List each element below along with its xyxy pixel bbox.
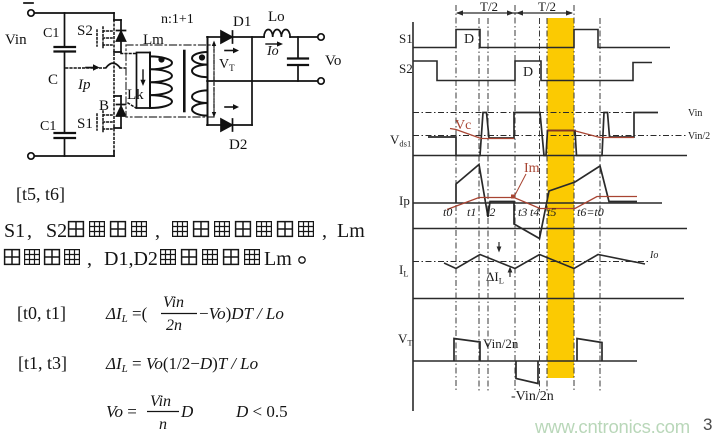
svg-text:D2: D2 — [229, 137, 247, 153]
svg-text:Vin: Vin — [150, 393, 171, 410]
svg-text:[t0, t1]: [t0, t1] — [17, 303, 66, 323]
svg-text:Lk: Lk — [127, 87, 144, 103]
svg-text:Vin: Vin — [163, 294, 184, 311]
svg-text:D: D — [523, 65, 533, 80]
svg-text:D1,D2: D1,D2 — [104, 248, 158, 270]
svg-text:,: , — [87, 248, 92, 270]
svg-text:T/2: T/2 — [538, 0, 556, 14]
svg-text:S1: S1 — [77, 116, 93, 132]
svg-text:D < 0.5: D < 0.5 — [235, 402, 288, 421]
svg-text:Io: Io — [266, 44, 279, 59]
svg-text:C1: C1 — [43, 26, 59, 41]
svg-text:ΔIL =(: ΔIL =( — [105, 304, 148, 325]
svg-text:S2: S2 — [77, 23, 93, 39]
svg-text:Io: Io — [649, 250, 658, 261]
svg-text:D: D — [180, 402, 194, 421]
svg-text:VT: VT — [219, 57, 235, 73]
svg-text:www.cntronics.com: www.cntronics.com — [534, 416, 690, 437]
svg-text:Im: Im — [524, 161, 540, 176]
svg-text:[t5, t6]: [t5, t6] — [16, 184, 65, 204]
svg-text:Lm: Lm — [143, 32, 164, 48]
svg-text:Vin: Vin — [5, 32, 27, 48]
svg-text:IL: IL — [399, 262, 409, 279]
svg-text:S2: S2 — [46, 220, 67, 242]
svg-text:Lm: Lm — [264, 248, 292, 270]
svg-text:,: , — [322, 220, 327, 242]
svg-text:Vo =: Vo = — [106, 402, 137, 421]
svg-text:t4: t4 — [530, 205, 539, 219]
svg-text:Vin/2: Vin/2 — [688, 131, 710, 142]
svg-text:t3: t3 — [518, 205, 527, 219]
svg-text:t6=t0: t6=t0 — [577, 205, 604, 219]
svg-text:-Vin/2n: -Vin/2n — [511, 389, 554, 404]
svg-text:2n: 2n — [166, 317, 182, 334]
svg-text:S1: S1 — [4, 220, 25, 242]
svg-text:S1: S1 — [399, 31, 413, 46]
svg-text:3: 3 — [703, 415, 712, 434]
svg-text:Vin/2n: Vin/2n — [483, 336, 519, 351]
svg-text:t2: t2 — [486, 205, 495, 219]
svg-text:t1: t1 — [467, 205, 476, 219]
svg-text:B: B — [99, 98, 109, 114]
svg-text:−Vo)DT / Lo: −Vo)DT / Lo — [199, 304, 284, 323]
svg-text:,: , — [27, 220, 32, 242]
svg-text:,: , — [155, 220, 160, 242]
svg-text:t0: t0 — [443, 205, 452, 219]
svg-text:Ip: Ip — [77, 77, 91, 93]
svg-text:Vds1: Vds1 — [390, 132, 411, 149]
svg-text:Ip: Ip — [399, 193, 410, 208]
svg-text:D1: D1 — [233, 14, 251, 30]
svg-text:Vc: Vc — [455, 118, 471, 133]
svg-text:[t1, t3]: [t1, t3] — [18, 353, 67, 373]
svg-text:D: D — [464, 32, 474, 47]
svg-text:C1: C1 — [40, 119, 56, 134]
svg-text:n: n — [159, 416, 167, 433]
svg-text:VT: VT — [398, 331, 413, 348]
svg-text:Lm: Lm — [337, 220, 365, 242]
svg-text:S2: S2 — [399, 61, 413, 76]
svg-text:Vo: Vo — [325, 53, 341, 69]
svg-text:ΔIL: ΔIL — [486, 269, 504, 286]
svg-text:n:1+1: n:1+1 — [161, 12, 194, 27]
svg-text:C: C — [48, 72, 58, 88]
svg-text:Lo: Lo — [268, 9, 285, 25]
svg-text:T/2: T/2 — [480, 0, 498, 14]
svg-text:ΔIL = Vo(1/2−D)T / Lo: ΔIL = Vo(1/2−D)T / Lo — [105, 354, 258, 375]
svg-text:t5: t5 — [547, 205, 556, 219]
svg-text:Vin: Vin — [688, 108, 702, 119]
